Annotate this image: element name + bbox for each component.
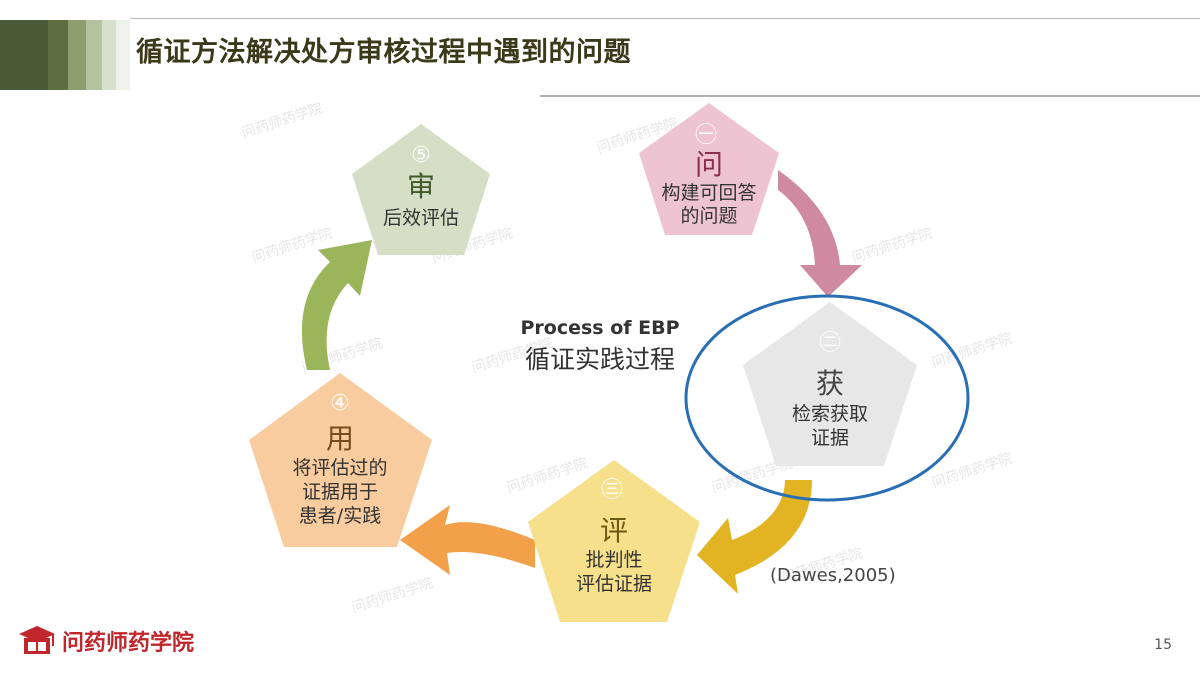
logo-text: 问药师药学院 bbox=[62, 631, 195, 656]
highlight-ellipse bbox=[684, 294, 970, 502]
arrow-acquire-to-appraise bbox=[697, 480, 812, 594]
step-number-appraise: ㊂ bbox=[601, 478, 623, 503]
page-number: 15 bbox=[1154, 637, 1172, 653]
header-bottom-line bbox=[540, 95, 1200, 97]
step-title-acquire: 获 bbox=[816, 367, 844, 400]
step-text-apply-1: 将评估过的 bbox=[292, 457, 387, 479]
step-text-audit-1: 后效评估 bbox=[383, 207, 459, 229]
pentagon-audit bbox=[352, 124, 490, 255]
pentagon-appraise bbox=[528, 460, 700, 622]
step-text-ask-1: 构建可回答 bbox=[661, 182, 756, 204]
arrow-appraise-to-apply bbox=[400, 505, 535, 575]
pentagon-apply bbox=[249, 373, 432, 547]
step-title-audit: 审 bbox=[407, 170, 435, 203]
header-stripe bbox=[102, 20, 116, 90]
citation: (Dawes,2005) bbox=[770, 565, 896, 586]
step-text-apply-2: 证据用于 bbox=[302, 481, 378, 503]
header-stripe bbox=[0, 20, 48, 90]
pentagon-ask bbox=[639, 103, 779, 235]
center-title: Process of EBP bbox=[520, 317, 679, 339]
step-number-apply: ④ bbox=[330, 391, 350, 416]
step-text-acquire-1: 检索获取 bbox=[792, 403, 868, 425]
step-text-ask-2: 的问题 bbox=[680, 205, 737, 227]
header-top-line bbox=[130, 18, 1200, 19]
arrow-ask-to-acquire bbox=[778, 170, 862, 297]
graduation-cap-icon bbox=[19, 626, 55, 654]
arrow-apply-to-audit bbox=[301, 240, 372, 370]
step-title-appraise: 评 bbox=[600, 514, 628, 547]
footer-logo: 问药师药学院 bbox=[18, 624, 194, 658]
step-text-appraise-1: 批判性 bbox=[585, 549, 642, 571]
pentagon-acquire bbox=[743, 302, 917, 466]
step-number-audit: ⑤ bbox=[411, 143, 431, 168]
step-title-ask: 问 bbox=[695, 148, 723, 181]
header-stripe bbox=[68, 20, 86, 90]
header-stripes bbox=[0, 20, 130, 90]
step-text-appraise-2: 评估证据 bbox=[576, 573, 652, 595]
header-stripe bbox=[116, 20, 130, 90]
step-text-acquire-2: 证据 bbox=[811, 427, 849, 449]
header-stripe bbox=[48, 20, 68, 90]
center-subtitle: 循证实践过程 bbox=[525, 345, 675, 374]
step-text-apply-3: 患者/实践 bbox=[299, 505, 381, 527]
step-number-acquire: ㊁ bbox=[819, 331, 841, 356]
step-title-apply: 用 bbox=[326, 422, 354, 455]
slide-title: 循证方法解决处方审核过程中遇到的问题 bbox=[136, 37, 631, 68]
step-number-ask: ㊀ bbox=[695, 123, 717, 148]
header-stripe bbox=[86, 20, 102, 90]
